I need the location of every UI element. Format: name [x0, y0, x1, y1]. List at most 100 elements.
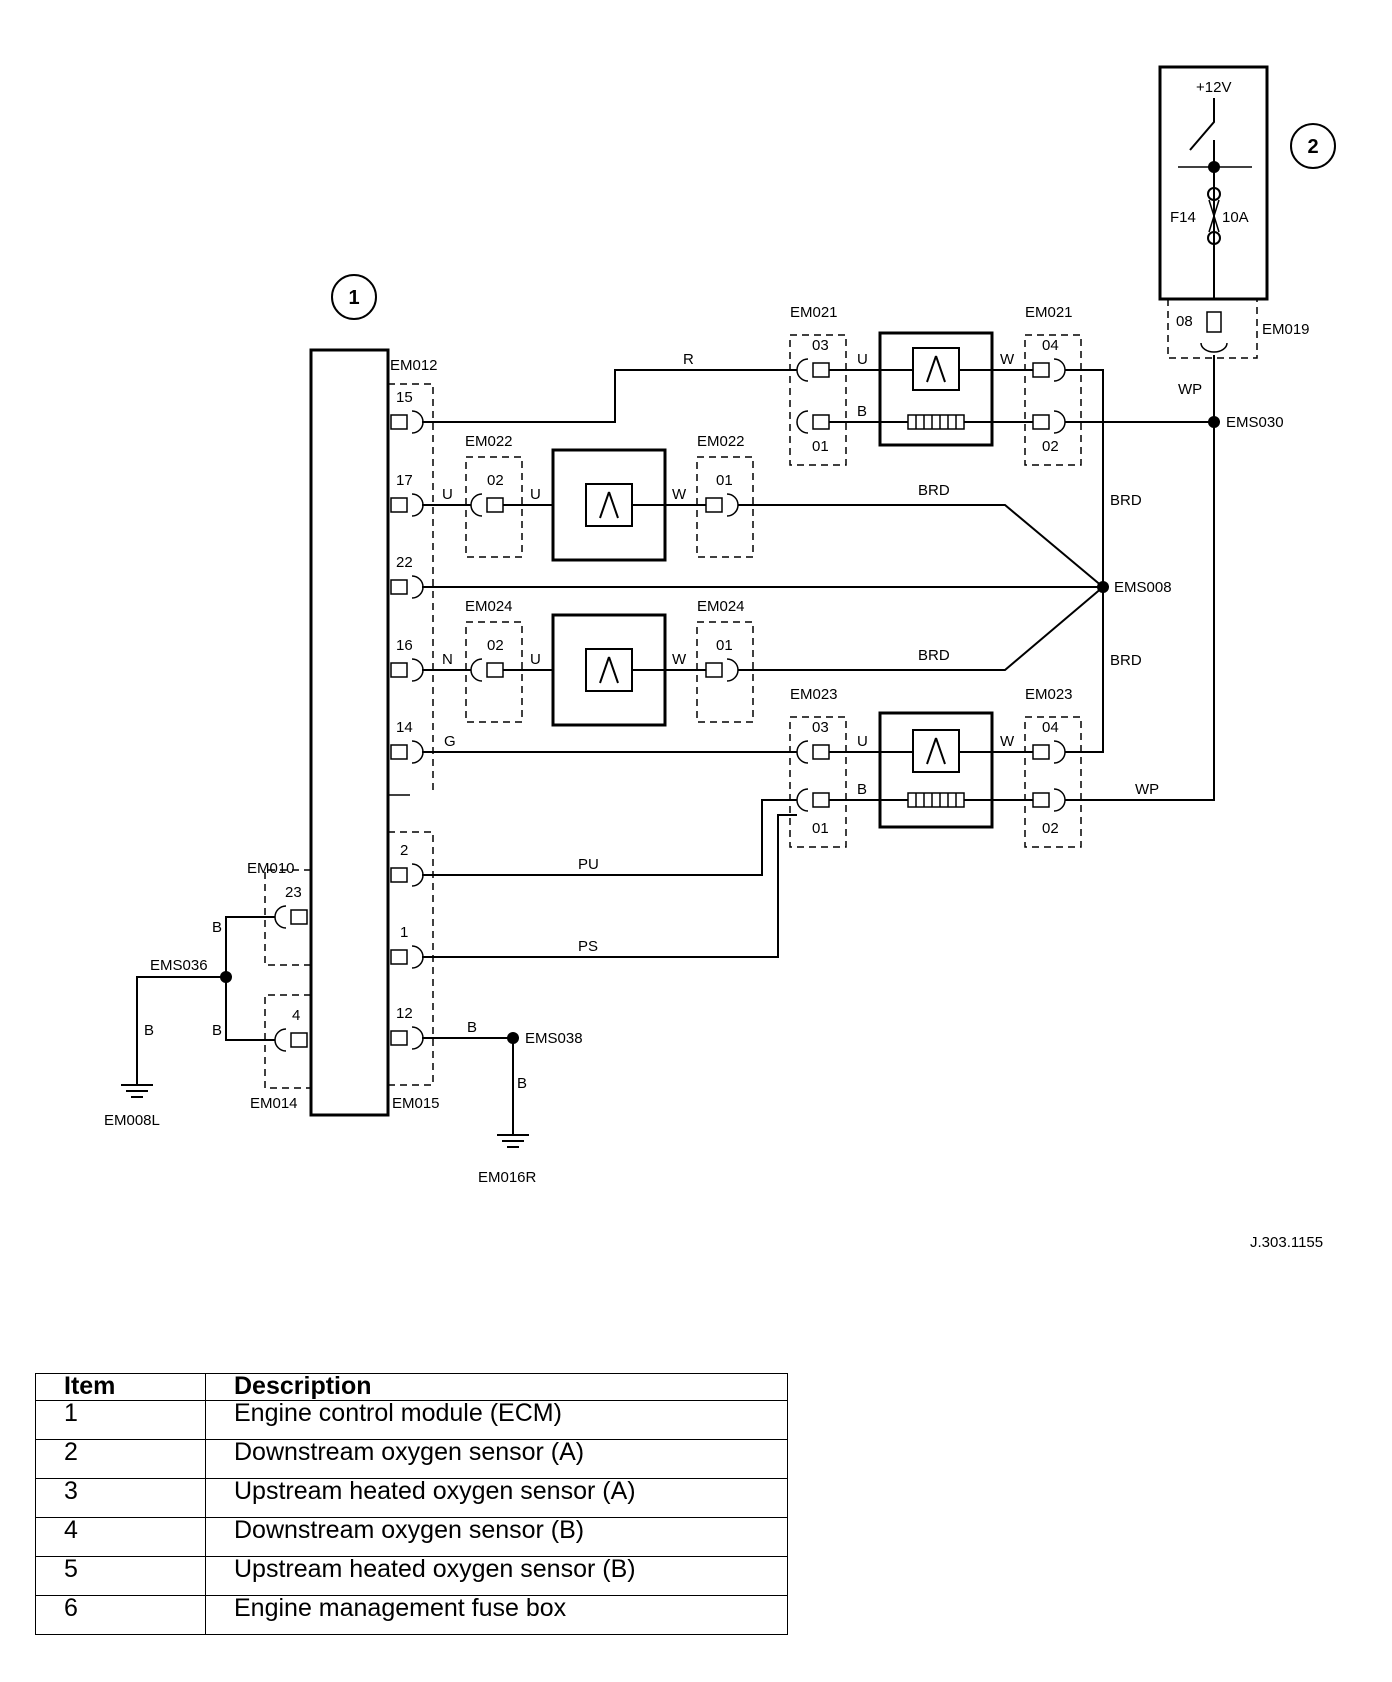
sensor-em022: EM022 EM022 02 01 U W BRD: [465, 433, 1104, 588]
wire-brd-bus: [1065, 369, 1104, 753]
svg-text:G: G: [444, 733, 456, 750]
table-row: 5 Upstream heated oxygen sensor (B): [35, 1556, 788, 1596]
legend-description: Downstream oxygen sensor (A): [205, 1439, 788, 1479]
legend-item: 4: [35, 1517, 206, 1557]
svg-text:01: 01: [812, 438, 829, 455]
callout-2-label: 2: [1307, 136, 1318, 158]
svg-text:03: 03: [812, 337, 829, 354]
svg-text:03: 03: [812, 719, 829, 736]
svg-text:BRD: BRD: [1110, 652, 1142, 669]
switch-icon: [1189, 98, 1215, 151]
legend-header-row: Item Description: [35, 1373, 788, 1401]
svg-text:17: 17: [396, 472, 413, 489]
sensor-em024: EM024 EM024 02 01 U W BRD: [465, 586, 1104, 727]
svg-text:WP: WP: [1135, 781, 1159, 798]
ems030-label: EMS030: [1226, 414, 1284, 431]
svg-text:15: 15: [396, 389, 413, 406]
ecm-pin-22: 22: [390, 554, 424, 599]
svg-text:4: 4: [292, 1007, 300, 1024]
wire-pu: [422, 799, 797, 876]
em019-label: EM019: [1262, 321, 1310, 338]
svg-text:EM023: EM023: [1025, 686, 1073, 703]
svg-text:12: 12: [396, 1005, 413, 1022]
svg-text:EM021: EM021: [790, 304, 838, 321]
table-row: 6 Engine management fuse box: [35, 1595, 788, 1635]
svg-text:02: 02: [1042, 820, 1059, 837]
legend-description: Upstream heated oxygen sensor (A): [205, 1478, 788, 1518]
svg-text:BRD: BRD: [1110, 492, 1142, 509]
svg-text:EM024: EM024: [697, 598, 745, 615]
ecm-module: [309, 348, 390, 1117]
svg-text:WP: WP: [1178, 381, 1202, 398]
ems008-splice: [1097, 581, 1109, 593]
wire-r: [422, 369, 797, 423]
svg-text:U: U: [530, 486, 541, 503]
svg-text:U: U: [857, 733, 868, 750]
svg-text:BRD: BRD: [918, 647, 950, 664]
svg-text:04: 04: [1042, 719, 1059, 736]
svg-text:W: W: [672, 651, 687, 668]
svg-text:PS: PS: [578, 938, 598, 955]
ground-em016r-icon: [496, 1104, 530, 1148]
ground-em008l-icon: [120, 1054, 154, 1098]
figure-reference: J.303.1155: [1250, 1234, 1323, 1251]
table-row: 2 Downstream oxygen sensor (A): [35, 1439, 788, 1479]
svg-text:N: N: [442, 651, 453, 668]
fuse-label: F14: [1170, 209, 1196, 226]
svg-text:08: 08: [1176, 313, 1193, 330]
svg-text:EM024: EM024: [465, 598, 513, 615]
legend-header-description: Description: [205, 1373, 788, 1401]
legend-description: Downstream oxygen sensor (B): [205, 1517, 788, 1557]
svg-text:22: 22: [396, 554, 413, 571]
svg-text:EM022: EM022: [465, 433, 513, 450]
ecm-pin-14: 14: [390, 719, 424, 764]
svg-text:W: W: [1000, 351, 1015, 368]
callout-2: 2: [1290, 123, 1336, 169]
svg-text:02: 02: [487, 637, 504, 654]
svg-text:B: B: [144, 1022, 154, 1039]
em014-outline: [264, 994, 311, 1089]
legend-item: 2: [35, 1439, 206, 1479]
svg-text:04: 04: [1042, 337, 1059, 354]
table-row: 1 Engine control module (ECM): [35, 1400, 788, 1440]
em012-outline: [388, 383, 434, 790]
svg-text:2: 2: [400, 842, 408, 859]
ecm-pin-1: 1: [390, 924, 424, 969]
ecm-pin-23: 23: [274, 884, 308, 929]
wire-b-left: [225, 916, 275, 1041]
fuse-box: +12V F14 10A: [1158, 65, 1269, 301]
ecm-pin-2: 2: [390, 842, 424, 887]
ems030-splice: [1208, 416, 1220, 428]
svg-text:B: B: [467, 1019, 477, 1036]
svg-text:01: 01: [812, 820, 829, 837]
legend-description: Engine management fuse box: [205, 1595, 788, 1635]
ems038-label: EMS038: [525, 1030, 583, 1047]
legend-description: Engine control module (ECM): [205, 1400, 788, 1440]
svg-text:23: 23: [285, 884, 302, 901]
svg-text:U: U: [442, 486, 453, 503]
ecm-pin-15: 15: [390, 389, 424, 434]
svg-text:1: 1: [400, 924, 408, 941]
svg-text:14: 14: [396, 719, 413, 736]
fuse-rating-label: 10A: [1222, 209, 1249, 226]
svg-text:W: W: [672, 486, 687, 503]
legend-item: 5: [35, 1556, 206, 1596]
svg-text:U: U: [530, 651, 541, 668]
callout-1-label: 1: [348, 287, 359, 309]
em015-outline: [388, 831, 434, 1086]
ecm-pin-12: 12: [390, 1005, 424, 1050]
svg-text:01: 01: [716, 472, 733, 489]
legend-table: Item Description 1 Engine control module…: [35, 1373, 788, 1635]
svg-text:B: B: [517, 1075, 527, 1092]
svg-text:B: B: [857, 403, 867, 420]
fuse-icon: [1207, 187, 1221, 245]
wiring-diagram: 1 EM012 EM010 EM014 EM015 15 17 22 16 14…: [104, 65, 1336, 1251]
callout-1: 1: [331, 274, 377, 320]
legend-header-item: Item: [35, 1373, 206, 1401]
sensor-em023: EM023 EM023 03 01 04 02 U B W: [789, 686, 1082, 848]
wire-ps: [422, 814, 797, 958]
em014-label: EM014: [250, 1095, 298, 1112]
svg-text:B: B: [212, 919, 222, 936]
ecm-pin-17: 17: [390, 472, 424, 517]
supply-label: +12V: [1196, 79, 1231, 96]
